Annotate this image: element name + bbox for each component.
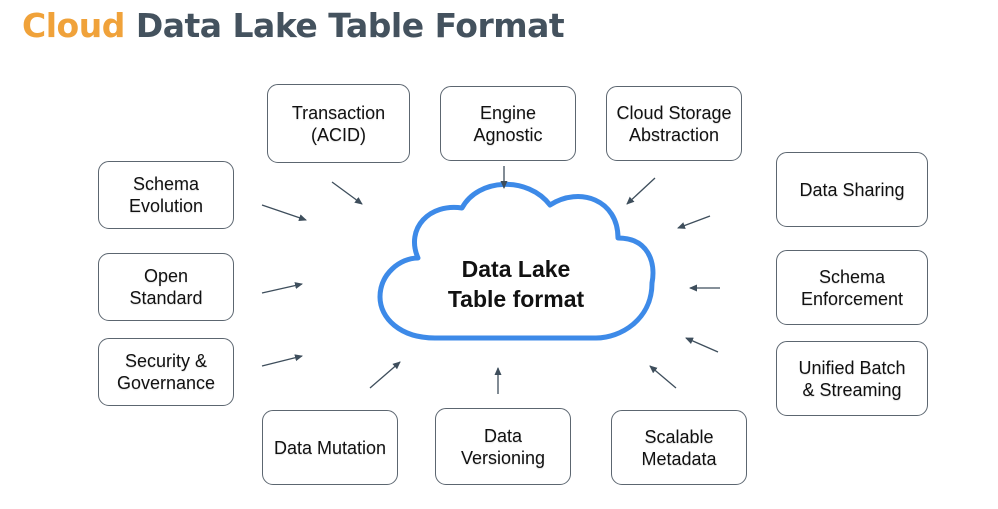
feature-schema-enforcement-box: Schema Enforcement	[776, 250, 928, 325]
feature-cloud-storage-label: Cloud Storage Abstraction	[616, 102, 732, 145]
feature-cloud-storage-box: Cloud Storage Abstraction	[606, 86, 742, 161]
arrow-data-mutation	[369, 361, 401, 389]
feature-security-governance-label: Security & Governance	[116, 351, 216, 393]
feature-schema-enforcement-label: Schema Enforcement	[800, 266, 904, 309]
feature-unified-batch-box: Unified Batch & Streaming	[776, 341, 928, 416]
arrow-transaction	[331, 181, 363, 205]
arrow-schema-evolution	[261, 204, 307, 222]
feature-unified-batch-label: Unified Batch & Streaming	[798, 357, 906, 400]
feature-transaction-box: Transaction (ACID)	[267, 84, 410, 163]
cloud-shape	[377, 181, 656, 341]
feature-data-versioning-box: Data Versioning	[435, 408, 571, 485]
feature-scalable-metadata-box: Scalable Metadata	[611, 410, 747, 485]
feature-open-standard-box: Open Standard	[98, 253, 234, 321]
feature-schema-evolution-label: Schema Evolution	[128, 174, 204, 216]
feature-data-sharing-label: Data Sharing	[799, 179, 905, 200]
center-label: Data Lake Table format	[447, 256, 585, 312]
feature-data-mutation-label: Data Mutation	[273, 437, 387, 458]
feature-transaction-label: Transaction (ACID)	[291, 102, 386, 145]
feature-scalable-metadata-label: Scalable Metadata	[641, 426, 717, 469]
feature-engine-agnostic-label: Engine Agnostic	[473, 102, 543, 145]
arrow-unified-batch	[685, 337, 719, 353]
feature-open-standard-label: Open Standard	[129, 266, 203, 308]
feature-schema-evolution-box: Schema Evolution	[98, 161, 234, 229]
arrow-scalable-metadata	[649, 365, 677, 389]
title-main: Data Lake Table Format	[135, 6, 565, 45]
arrow-open-standard	[261, 282, 303, 294]
feature-engine-agnostic-box: Engine Agnostic	[440, 86, 576, 161]
feature-data-sharing-box: Data Sharing	[776, 152, 928, 227]
arrow-data-sharing	[677, 215, 711, 229]
feature-data-mutation-box: Data Mutation	[262, 410, 398, 485]
arrow-cloud-storage	[626, 177, 656, 205]
feature-security-governance-box: Security & Governance	[98, 338, 234, 406]
feature-data-versioning-label: Data Versioning	[460, 425, 546, 468]
arrow-security	[261, 354, 303, 367]
title-accent: Cloud	[22, 6, 125, 45]
page-title: Cloud Data Lake Table Format	[22, 6, 565, 45]
